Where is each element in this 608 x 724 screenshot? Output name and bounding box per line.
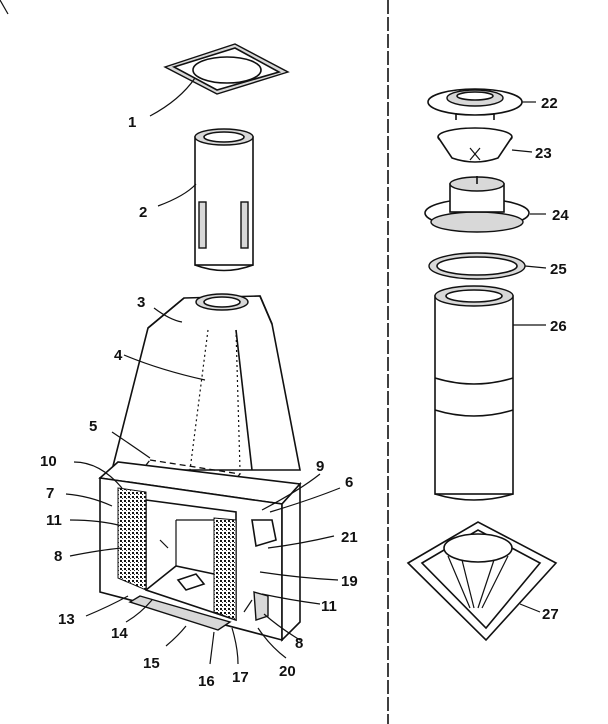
label-19: 19 [341,573,358,590]
label-11-right: 11 [321,598,337,615]
part-26-chimney-pipe [434,285,514,501]
part-24-top-housing [424,176,530,233]
label-23: 23 [535,145,552,162]
label-17: 17 [232,669,249,686]
label-6: 6 [345,474,353,491]
part-27-roof-flashing [406,521,558,642]
label-10: 10 [40,453,57,470]
part-1-ceiling-plate [149,43,290,117]
part-25-ring [428,252,526,280]
label-9: 9 [316,458,324,475]
label-3: 3 [137,294,145,311]
label-14: 14 [111,625,128,642]
leader-lines [65,101,547,665]
label-21: 21 [341,529,358,546]
label-27: 27 [542,606,559,623]
label-13: 13 [58,611,75,628]
label-15: 15 [143,655,160,672]
part-labels: 1 2 3 4 5 10 7 11 8 13 14 15 16 17 20 8 … [40,95,569,690]
label-20: 20 [279,663,296,680]
label-22: 22 [541,95,558,112]
label-4: 4 [114,347,123,364]
label-24: 24 [552,207,569,224]
label-2: 2 [139,204,147,221]
label-25: 25 [550,261,567,278]
label-8-left: 8 [54,548,62,565]
part-2-pipe-section [157,128,254,272]
corner-mark [0,0,9,15]
label-1: 1 [128,114,136,131]
label-8-right: 8 [295,635,303,652]
part-23-cone [437,127,513,163]
label-11-left: 11 [46,512,62,529]
firebox-assembly [98,293,302,642]
label-26: 26 [550,318,567,335]
label-16: 16 [198,673,215,690]
label-5: 5 [89,418,97,435]
label-7: 7 [46,485,54,502]
part-22-cap [427,88,523,120]
